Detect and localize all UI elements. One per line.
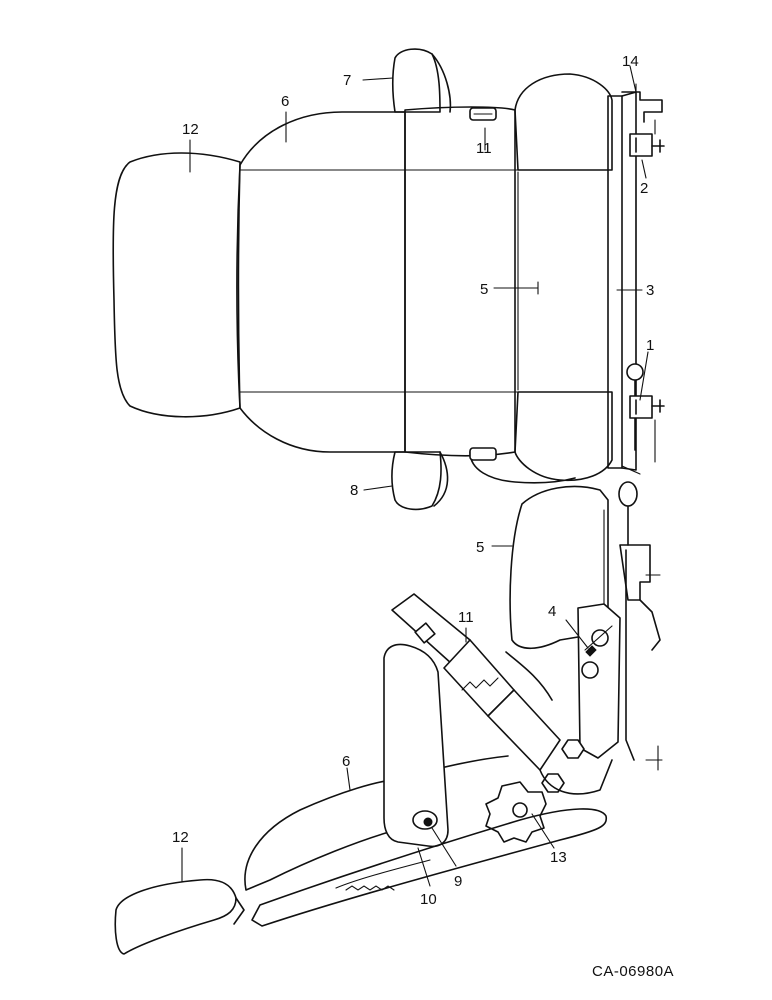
adjuster-bracket-lower	[629, 395, 665, 419]
mount-bracket	[621, 91, 663, 123]
leader-lines	[181, 65, 649, 887]
slide-rail	[607, 95, 623, 469]
callout-12-side: 12	[172, 829, 189, 846]
callout-11-side: 11	[458, 609, 474, 626]
callout-4: 4	[548, 603, 556, 620]
callout-1: 1	[646, 337, 654, 354]
adjuster-bracket-upper	[629, 133, 665, 157]
callout-13: 13	[550, 849, 567, 866]
callout-7: 7	[343, 72, 351, 89]
callout-labels: 7 6 12 11 14 2 5 3 1 8 5 11 4 6 12 13 9 …	[172, 53, 654, 908]
callout-5-side: 5	[476, 539, 484, 556]
callout-6-front: 6	[281, 93, 289, 110]
seat-cushion-side	[509, 485, 609, 650]
armrest-side	[383, 643, 449, 848]
suspension-bracket	[577, 603, 621, 759]
callout-2: 2	[640, 180, 648, 197]
headrest-cushion	[112, 152, 241, 418]
callout-9: 9	[454, 873, 462, 890]
seat-front-view	[112, 48, 665, 511]
callout-5-front: 5	[480, 281, 488, 298]
backrest-side	[244, 779, 397, 891]
headrest-side	[114, 878, 237, 955]
callout-3: 3	[646, 282, 654, 299]
callout-12-front: 12	[182, 121, 199, 138]
armrest-left	[391, 451, 442, 511]
figure-id: CA-06980A	[592, 963, 674, 980]
backrest-cushion	[236, 111, 406, 453]
seat-side-view	[114, 481, 663, 955]
seat-cushion	[404, 106, 516, 457]
armrest-right	[391, 48, 441, 113]
callout-8: 8	[350, 482, 358, 499]
callout-11-front: 11	[476, 140, 492, 157]
recline-knob	[485, 781, 547, 843]
callout-10: 10	[420, 891, 437, 908]
seat-belt	[391, 593, 585, 793]
callout-6-side: 6	[342, 753, 350, 770]
callout-14: 14	[622, 53, 639, 70]
